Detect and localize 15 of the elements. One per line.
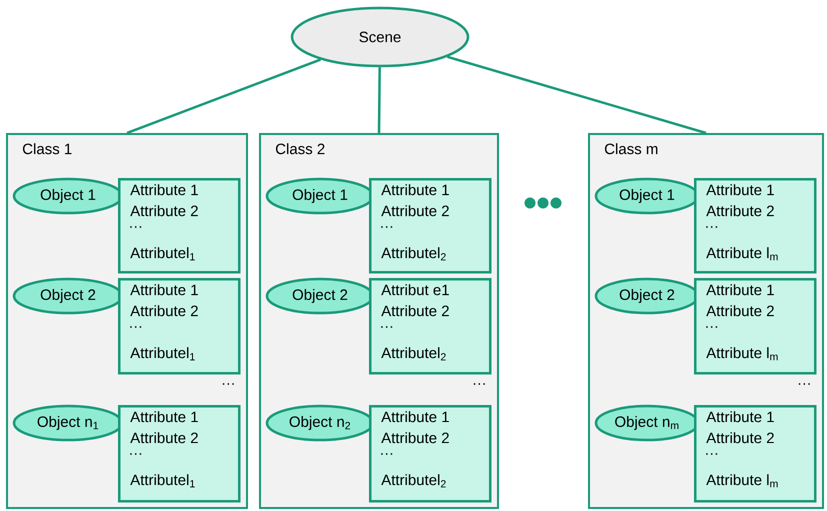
attribute-box: Attribute 1 Attribute 2 … Attributel$_{1}$ <box>118 278 240 374</box>
ellipsis-label: … <box>798 383 810 385</box>
attribute-box: Attribute 1 Attribute 2 … Attributel$_{2}$ <box>369 178 492 274</box>
attribute-box: Attribute 1 Attribute 2 … Attribute l$_{m}$ <box>694 178 816 274</box>
attribute-box: Attribute 1 Attribute 2 … Attributel$_{1}$ <box>118 178 240 274</box>
ellipsis-label: … <box>222 383 234 385</box>
connector-line <box>126 58 321 134</box>
attribute-box: Attribute 1 Attribute 2 … Attribute l$_{m}$ <box>694 405 816 502</box>
attribute-box: Attribut e1 Attribute 2 … Attributel$_{2}$ <box>369 278 492 374</box>
connector-line <box>447 56 706 134</box>
ellipsis-label: … <box>474 383 485 385</box>
attribute-box: Attribute 1 Attribute 2 … Attributel$_{2}$ <box>369 405 492 502</box>
attribute-box: Attribute 1 Attribute 2 … Attributel$_{1}$ <box>118 405 240 502</box>
connector-line <box>378 67 381 134</box>
attribute-box: Attribute 1 Attribute 2 … Attribute l$_{m}$ <box>694 278 816 374</box>
